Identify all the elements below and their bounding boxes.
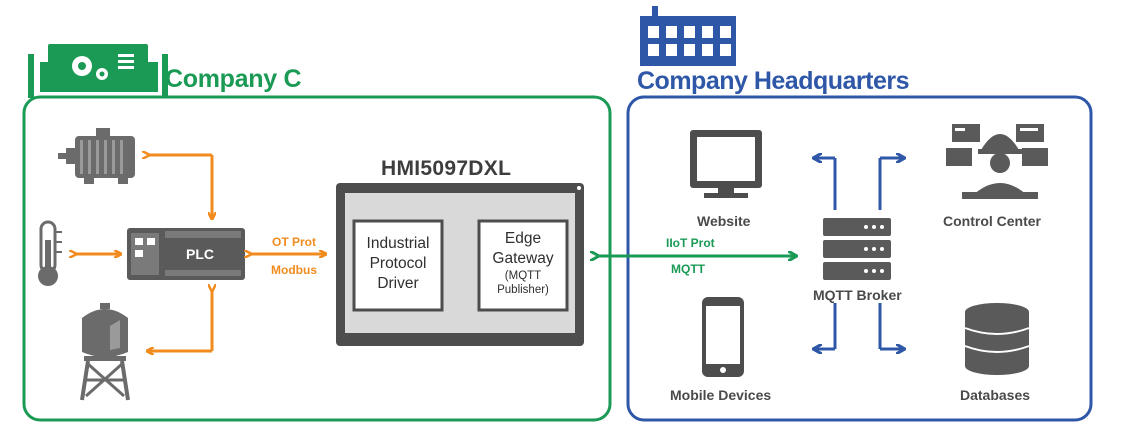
headquarters-title: Company Headquarters (637, 67, 910, 95)
gateway-line-2: Gateway (492, 250, 554, 267)
iiot-protocol-label: IIoT Prot (666, 236, 715, 250)
mqtt-broker-label: MQTT Broker (813, 287, 902, 303)
smartphone-icon (702, 297, 744, 377)
gateway-line-1: Edge (504, 230, 542, 247)
driver-line-2: Protocol (369, 255, 427, 272)
mobile-devices-label: Mobile Devices (670, 387, 772, 403)
water-tower-icon (80, 303, 130, 401)
database-icon (964, 303, 1030, 375)
ot-protocol-label: OT Prot (272, 235, 316, 249)
hmi-device (336, 183, 584, 346)
gateway-sub-2: Publisher) (497, 284, 549, 296)
iiot-mqtt-label: MQTT (671, 262, 705, 276)
website-label: Website (697, 213, 751, 229)
server-icon (823, 218, 891, 280)
control-center-label: Control Center (943, 213, 1041, 229)
gateway-sub-1: (MQTT (504, 270, 542, 282)
monitor-icon (690, 130, 762, 198)
operator-icon (946, 124, 1048, 199)
factory-gears-icon (28, 44, 168, 98)
company-c-title: Company C (165, 65, 302, 93)
thermometer-icon (38, 220, 62, 286)
edge-gateway-label: Edge Gateway (MQTT Publisher) (480, 229, 566, 297)
driver-line-1: Industrial (366, 235, 430, 252)
broker-connections (815, 158, 903, 349)
databases-label: Databases (960, 387, 1031, 403)
plc-device (127, 228, 245, 280)
ot-modbus-label: Modbus (271, 263, 317, 277)
plc-label: PLC (186, 246, 214, 262)
office-building-icon (640, 6, 736, 66)
motor-icon (58, 128, 135, 184)
driver-line-3: Driver (377, 275, 419, 292)
hmi-title: HMI5097DXL (381, 157, 512, 180)
protocol-driver-label: Industrial Protocol Driver (355, 234, 441, 294)
